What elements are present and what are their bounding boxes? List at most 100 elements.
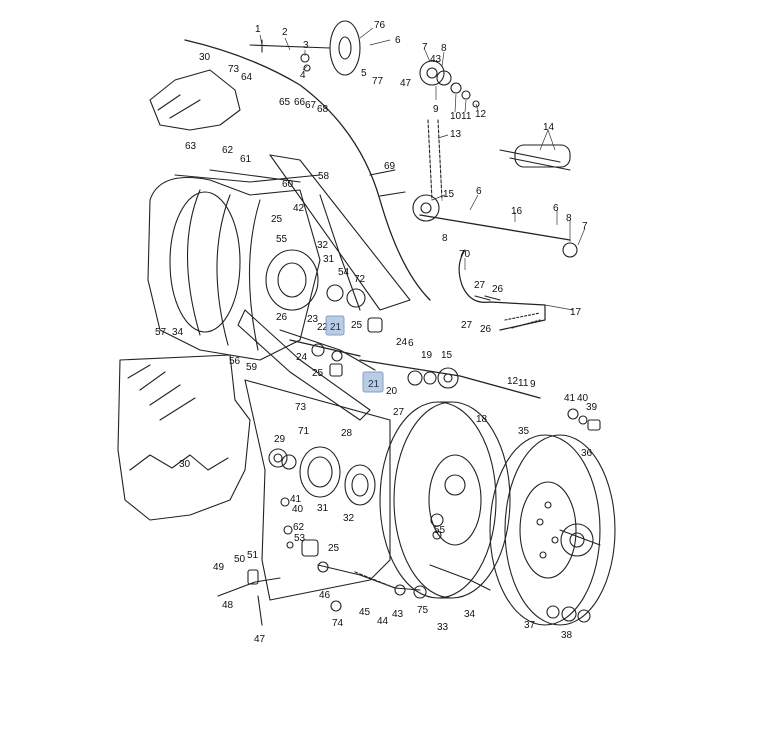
part-label: 56 xyxy=(229,356,241,367)
hotspot-part-21-upper[interactable]: 21 xyxy=(325,315,345,336)
brake-drum-drawing xyxy=(379,401,511,599)
hub-drum-drawing xyxy=(489,408,616,626)
part-label: 22 xyxy=(317,322,329,333)
part-label: 71 xyxy=(298,426,310,437)
part-label: 6 xyxy=(395,35,401,46)
part-label: 36 xyxy=(581,448,593,459)
part-label: 25 xyxy=(351,320,363,331)
part-label: 72 xyxy=(354,274,366,285)
part-label: 73 xyxy=(295,402,307,413)
part-label: 53 xyxy=(294,533,306,544)
part-label: 24 xyxy=(296,352,308,363)
cable-69 xyxy=(184,39,431,301)
part-label: 9 xyxy=(530,379,536,390)
bracket-59 xyxy=(237,309,371,421)
part-label: 73 xyxy=(228,64,240,75)
part-label: 13 xyxy=(450,129,462,140)
part-label: 5 xyxy=(361,68,367,79)
part-label: 23 xyxy=(307,314,319,325)
part-label: 32 xyxy=(343,513,355,524)
part-label: 8 xyxy=(566,213,572,224)
part-label: 31 xyxy=(323,254,335,265)
part-label: 28 xyxy=(341,428,353,439)
part-label: 26 xyxy=(492,284,504,295)
part-label: 30 xyxy=(199,52,211,63)
part-label: 64 xyxy=(241,72,253,83)
part-label: 32 xyxy=(317,240,329,251)
part-label: 26 xyxy=(276,312,288,323)
part-label: 65 xyxy=(279,97,291,108)
part-label: 15 xyxy=(441,350,453,361)
upper-pulley-drawing xyxy=(249,20,361,76)
part-label: 75 xyxy=(417,605,429,616)
part-label: 30 xyxy=(179,459,191,470)
part-label: 6 xyxy=(553,203,559,214)
part-label: 41 xyxy=(564,393,576,404)
part-label: 11 xyxy=(518,378,529,389)
part-label: 46 xyxy=(319,590,331,601)
part-label: 68 xyxy=(317,104,329,115)
part-label: 25 xyxy=(328,543,340,554)
part-label: 33 xyxy=(437,622,449,633)
part-label: 47 xyxy=(254,634,266,645)
part-label: 39 xyxy=(586,402,598,413)
part-label: 4 xyxy=(300,70,306,81)
part-label: 57 xyxy=(155,327,167,338)
part-label: 55 xyxy=(434,525,446,536)
part-label: 70 xyxy=(459,249,471,260)
part-label: 14 xyxy=(543,122,555,133)
part-label: 67 xyxy=(305,100,317,111)
part-label: 51 xyxy=(247,550,259,561)
part-labels: 1 2 3 4 5 77 76 6 47 7 43 8 9 10 11 12 1… xyxy=(155,20,598,645)
part-label: 60 xyxy=(282,179,294,190)
part-label: 24 xyxy=(396,337,408,348)
part-label: 74 xyxy=(332,618,344,629)
part-label: 15 xyxy=(443,189,455,200)
part-label: 20 xyxy=(386,386,398,397)
part-label: 6 xyxy=(476,186,482,197)
part-label: 43 xyxy=(430,54,442,65)
part-label: 40 xyxy=(577,393,589,404)
part-label: 34 xyxy=(172,327,184,338)
part-label: 59 xyxy=(246,362,258,373)
chain-drive-drawing xyxy=(412,60,578,258)
part-label: 77 xyxy=(372,76,384,87)
part-label: 6 xyxy=(408,338,414,349)
part-label: 8 xyxy=(442,233,448,244)
part-label: 63 xyxy=(185,141,197,152)
part-label: 58 xyxy=(318,171,330,182)
part-label: 42 xyxy=(293,203,305,214)
part-label: 37 xyxy=(524,620,536,631)
part-label: 27 xyxy=(393,407,405,418)
part-label: 25 xyxy=(312,368,324,379)
hotspot-label: 21 xyxy=(330,322,342,333)
part-label: 49 xyxy=(213,562,225,573)
part-label: 3 xyxy=(303,40,309,51)
part-label: 12 xyxy=(475,109,487,120)
part-label: 43 xyxy=(392,609,404,620)
part-label: 35 xyxy=(518,426,530,437)
part-label: 17 xyxy=(570,307,582,318)
part-label: 7 xyxy=(582,221,588,232)
part-label: 44 xyxy=(377,616,389,627)
hotspot-label: 21 xyxy=(368,379,380,390)
part-label: 27 xyxy=(474,280,486,291)
part-label: 66 xyxy=(294,97,306,108)
fan-housing-drawing xyxy=(147,154,411,361)
part-label: 41 xyxy=(290,494,302,505)
part-label: 61 xyxy=(240,154,252,165)
part-label: 27 xyxy=(461,320,473,331)
part-label: 50 xyxy=(234,554,246,565)
part-label: 45 xyxy=(359,607,371,618)
part-label: 12 xyxy=(507,376,519,387)
part-label: 76 xyxy=(374,20,386,31)
part-label: 29 xyxy=(274,434,286,445)
hotspot-part-21-lower[interactable]: 21 xyxy=(362,371,384,393)
part-label: 69 xyxy=(384,161,396,172)
back-plate-drawing xyxy=(244,379,391,601)
part-label: 40 xyxy=(292,504,304,515)
part-label: 25 xyxy=(271,214,283,225)
part-label: 19 xyxy=(421,350,433,361)
part-label: 18 xyxy=(476,414,488,425)
